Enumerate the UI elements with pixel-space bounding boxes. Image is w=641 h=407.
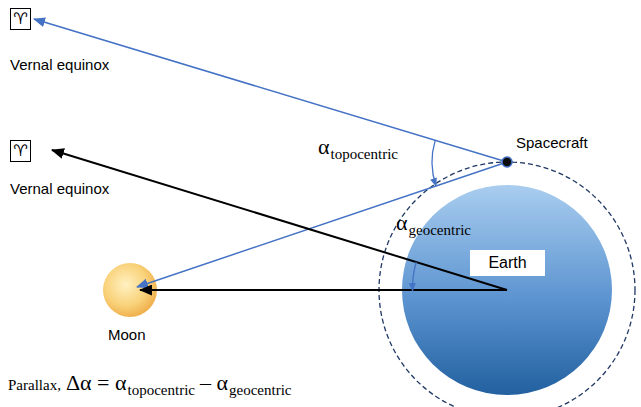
sight-line xyxy=(52,150,507,290)
orbit-path xyxy=(379,162,635,407)
label-text: Parallax, xyxy=(8,377,61,394)
node-text: Earth xyxy=(488,254,526,272)
node-text: ♈ xyxy=(13,10,27,28)
label-text: α xyxy=(318,134,330,159)
label-text: Δα = α xyxy=(66,370,127,395)
label-text: Spacecraft xyxy=(516,134,588,151)
symbol-box: ♈ xyxy=(10,140,31,162)
angle-label: αgeocentric xyxy=(396,210,471,239)
caption-label: Vernal equinox xyxy=(10,180,109,198)
spacecraft-dot xyxy=(502,157,512,167)
angle-label: αtopocentric xyxy=(318,134,398,163)
earth-label-box: Earth xyxy=(470,250,545,276)
subscript-text: topocentric xyxy=(128,382,195,399)
node-text: ♈ xyxy=(13,142,27,160)
sight-line xyxy=(140,289,507,291)
sight-line xyxy=(34,19,507,162)
caption-label: Moon xyxy=(108,326,146,344)
caption-label: Vernal equinox xyxy=(10,56,109,74)
caption-label: Spacecraft xyxy=(516,134,588,152)
subscript-text: geocentric xyxy=(229,382,291,399)
label-text: Moon xyxy=(108,326,146,343)
label-text: – α xyxy=(200,370,228,395)
symbol-box: ♈ xyxy=(10,8,31,30)
subscript-text: topocentric xyxy=(331,146,398,163)
label-text: Vernal equinox xyxy=(10,56,109,73)
angle-arc xyxy=(432,140,436,186)
label-text: α xyxy=(396,210,408,235)
label-text: Vernal equinox xyxy=(10,180,109,197)
angle-arc xyxy=(412,262,416,291)
sight-line xyxy=(137,162,507,287)
subscript-text: geocentric xyxy=(409,222,471,239)
formula-label: Parallax, Δα = αtopocentric – αgeocentric xyxy=(8,370,292,399)
